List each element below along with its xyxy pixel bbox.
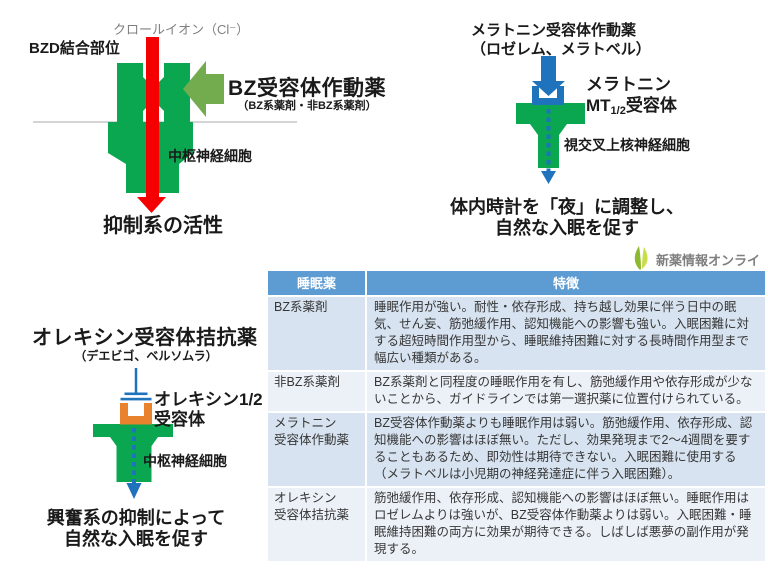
mt-prefix: MT — [586, 96, 611, 115]
receptor-subunit-left — [117, 63, 160, 122]
bz-cell-label: 中枢神経細胞 — [168, 148, 252, 164]
table-row-name: BZ系薬剤 — [268, 297, 365, 370]
chloride-ion-label: クロールイオン（Cl⁻） — [113, 22, 250, 37]
melatonin-arrow-head — [532, 81, 565, 96]
melatonin-receptor-label-line2: MT1/2受容体 — [586, 91, 677, 117]
table-header-features: 特徴 — [367, 271, 765, 295]
bz-drug-title: BZ受容体作動薬 — [228, 77, 386, 100]
block-bar-bottom — [120, 397, 152, 401]
melatonin-drug-subtitle: （ロゼレム、メラトベル） — [471, 41, 651, 58]
receptor-cup — [532, 86, 564, 105]
table-row-name: オレキシン 受容体拮抗薬 — [268, 488, 365, 561]
bz-receptor-diagram — [33, 37, 297, 213]
receptor-subunit-right — [147, 63, 190, 122]
orexin-effect-line1: 興奮系の抑制によって — [46, 508, 226, 528]
melatonin-receptor-diagram — [516, 56, 585, 184]
melatonin-cell-label: 視交叉上核神経細胞 — [564, 137, 690, 153]
table-row-desc: BZ系薬剤と同程度の睡眠作用を有し、筋弛緩作用や依存形成が少ないことから、ガイド… — [367, 372, 765, 411]
orexin-effect-line2: 自然な入眠を促す — [64, 529, 208, 549]
melatonin-drug-title: メラトニン受容体作動薬 — [471, 22, 637, 39]
leaf-left-half — [634, 246, 641, 270]
table-row-desc: 筋弛緩作用、依存形成、認知機能への影響はほぼ無い。睡眠作用はロゼレムよりは強いが… — [367, 488, 765, 561]
chloride-arrow-shaft — [146, 37, 159, 197]
block-bar-top — [124, 392, 148, 396]
agonist-arrow-icon — [183, 61, 224, 117]
receptor-body — [93, 424, 173, 482]
table-row-name: 非BZ系薬剤 — [268, 372, 365, 411]
table-row-name: メラトニン 受容体作動薬 — [268, 413, 365, 486]
leaf-icon — [634, 246, 648, 270]
mt-subscript: 1/2 — [610, 105, 626, 117]
chloride-arrow-head — [137, 197, 166, 213]
melatonin-effect-line2: 自然な入眠を促す — [495, 218, 639, 238]
receptor-cup — [120, 403, 152, 425]
mt-suffix: 受容体 — [625, 96, 677, 115]
orexin-receptor-label-line1: オレキシン1/2 — [154, 390, 263, 409]
table-header-drug: 睡眠薬 — [268, 271, 365, 295]
signal-arrow-head — [126, 483, 142, 499]
bz-effect-label: 抑制系の活性 — [103, 215, 223, 237]
melatonin-arrow-shaft — [541, 56, 556, 81]
orexin-drug-title: オレキシン受容体拮抗薬 — [32, 327, 258, 349]
orexin-receptor-label-line2: 受容体 — [154, 410, 205, 429]
melatonin-effect-line1: 体内時計を「夜」に調整し、 — [450, 197, 684, 217]
melatonin-receptor-label-line1: メラトニン — [586, 75, 671, 94]
sleep-drug-table: 睡眠薬 特徴 BZ系薬剤 睡眠作用が強い。耐性・依存形成、持ち越し効果に伴う日中… — [268, 271, 765, 561]
orexin-cell-label: 中枢神経細胞 — [143, 453, 227, 469]
orexin-receptor-diagram — [93, 368, 173, 499]
bz-drug-subtitle: （BZ系薬剤・非BZ系薬剤） — [237, 100, 377, 112]
bzd-binding-site-label: BZD結合部位 — [29, 40, 120, 57]
orexin-drug-subtitle: （デエビゴ、ベルソムラ） — [74, 349, 218, 363]
table-row-desc: 睡眠作用が強い。耐性・依存形成、持ち越し効果に伴う日中の眠気、せん妄、筋弛緩作用… — [367, 297, 765, 370]
signal-arrow-head — [541, 171, 556, 184]
table-row-desc: BZ受容体作動薬よりも睡眠作用は弱い。筋弛緩作用、依存形成、認知機能への影響はほ… — [367, 413, 765, 486]
leaf-right-half — [642, 247, 648, 269]
